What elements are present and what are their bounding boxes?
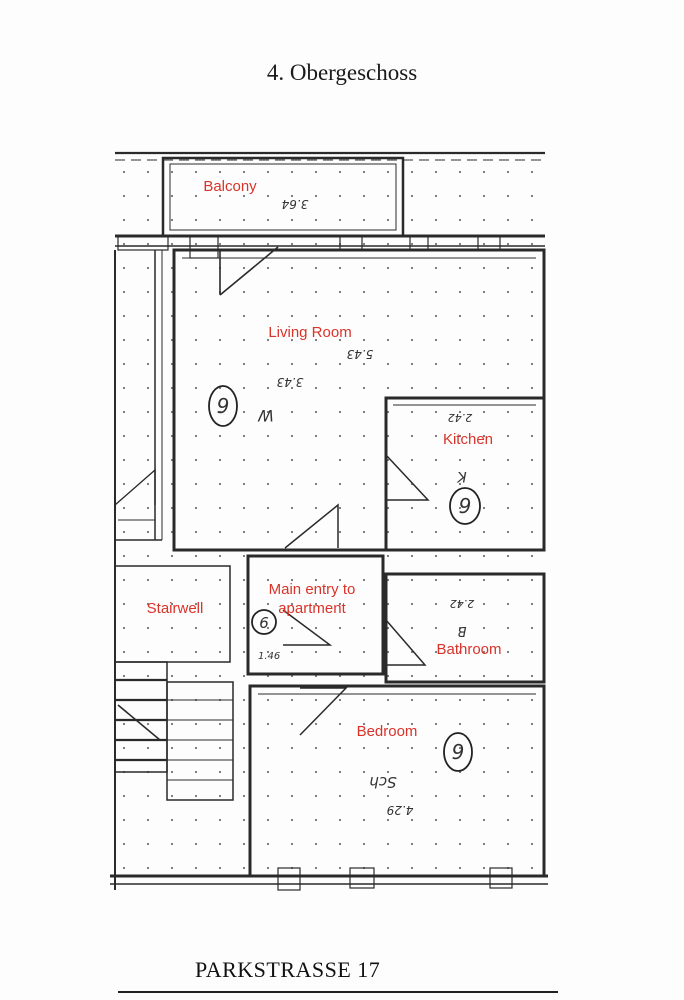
bedroom-circle-mark <box>443 732 473 772</box>
bathroom-label: Bathroom <box>436 641 502 658</box>
dot-grid <box>115 160 545 890</box>
bathroom-dimension: 2.42 <box>450 597 475 610</box>
main-entry-label: Main entry to apartment <box>268 581 356 617</box>
stairwell-outline <box>114 565 231 663</box>
entry-dimension: 1.46 <box>258 651 280 662</box>
entry-mark-text: 6 <box>259 614 269 632</box>
living-room-label: Living Room <box>268 324 352 341</box>
footer-rule <box>118 991 558 993</box>
kitchen-letter: K <box>456 468 467 484</box>
kitchen-dimension: 2.42 <box>448 411 473 424</box>
entry-outline <box>246 554 385 676</box>
living-dimension-2: 3.43 <box>277 375 304 389</box>
living-room-circle-mark <box>208 385 238 427</box>
living-room-mark-text: 9 <box>217 394 230 418</box>
floor-title: 4. Obergeschoss <box>266 60 418 85</box>
bedroom-label: Bedroom <box>356 723 418 740</box>
bedroom-dimension: 4.29 <box>387 803 414 817</box>
bedroom-letter: Sch <box>369 773 396 791</box>
bathroom-outline <box>384 572 546 684</box>
entry-circle-mark <box>251 609 277 635</box>
bedroom-mark-text: 9 <box>452 740 465 764</box>
living-dimension-1: 5.43 <box>347 347 374 361</box>
kitchen-outline <box>384 396 546 552</box>
bathroom-letter: B <box>457 623 466 638</box>
kitchen-mark-text: 9 <box>459 494 472 518</box>
living-letter: W <box>257 406 274 425</box>
balcony-label: Balcony <box>203 178 257 195</box>
balcony-dimension: 3.64 <box>282 197 309 211</box>
kitchen-circle-mark <box>449 487 481 525</box>
stairwell-label: Stairwell <box>146 600 204 617</box>
kitchen-label: Kitchen <box>442 431 494 448</box>
street-address: PARKSTRASSE 17 <box>195 957 381 982</box>
